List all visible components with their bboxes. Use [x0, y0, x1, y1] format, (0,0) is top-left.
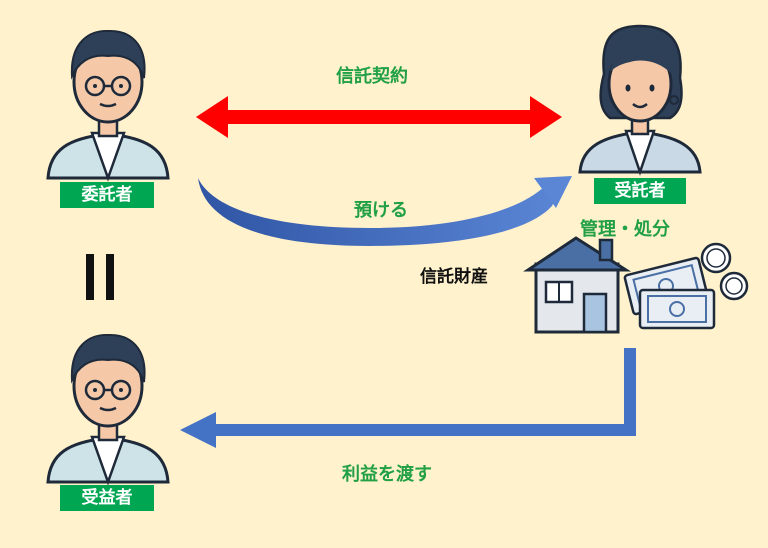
beneficiary-figure [46, 333, 170, 486]
settlor-badge: 委託者 [60, 182, 154, 208]
trustee-figure [578, 24, 702, 176]
trust-property-label: 信託財産 [420, 267, 488, 287]
entrust-label: 預ける [354, 200, 408, 221]
trust-contract-label: 信託契約 [336, 66, 408, 87]
contract-arrow [196, 96, 562, 138]
manage-dispose-label: 管理・処分 [580, 219, 670, 240]
benefit-label: 利益を渡す [342, 464, 432, 485]
house-icon [523, 236, 632, 334]
cash-icon [623, 242, 749, 330]
trustee-badge: 受託者 [594, 178, 686, 204]
entrust-arrow [198, 176, 572, 246]
benefit-arrow [180, 348, 636, 448]
beneficiary-badge: 受益者 [60, 485, 154, 511]
settlor-figure [46, 29, 170, 182]
equal-sign [86, 254, 114, 300]
